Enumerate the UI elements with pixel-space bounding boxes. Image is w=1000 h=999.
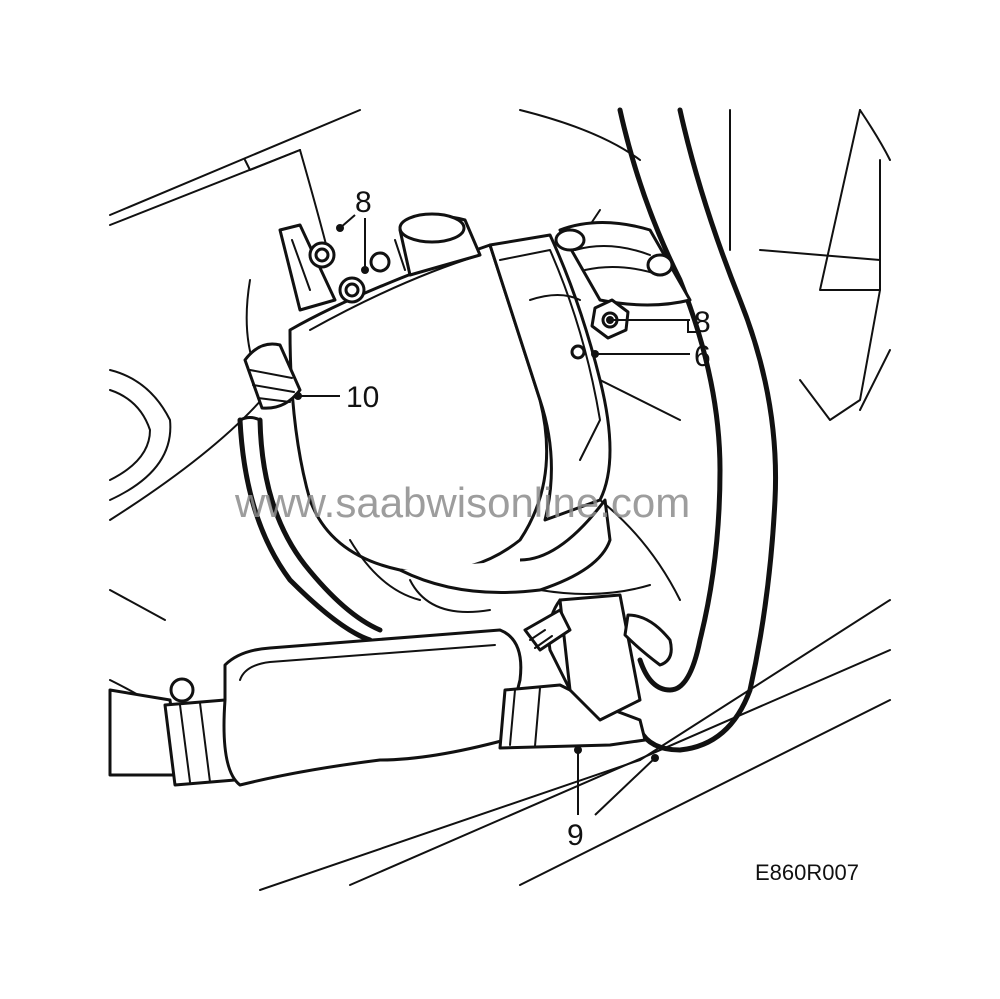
catalytic-converter <box>288 212 681 613</box>
callout-8-top: 8 <box>355 186 372 219</box>
mounting-bracket <box>278 223 391 312</box>
figure-id: E860R007 <box>755 860 859 885</box>
callout-10: 10 <box>346 381 379 414</box>
body-panel-outlines <box>109 109 891 891</box>
clamp-bolt <box>169 677 195 703</box>
callout-6: 6 <box>694 340 711 373</box>
turbo-flange <box>554 221 692 307</box>
front-pipe <box>108 593 673 787</box>
sensor-cable <box>237 342 383 643</box>
leader-lines <box>294 214 696 816</box>
callout-9: 9 <box>567 819 584 852</box>
bolt-top-mid <box>369 251 391 273</box>
stud-right <box>570 344 586 360</box>
watermark: www.saabwisonline.com <box>234 479 690 526</box>
callout-8-right: 8 <box>694 306 711 339</box>
